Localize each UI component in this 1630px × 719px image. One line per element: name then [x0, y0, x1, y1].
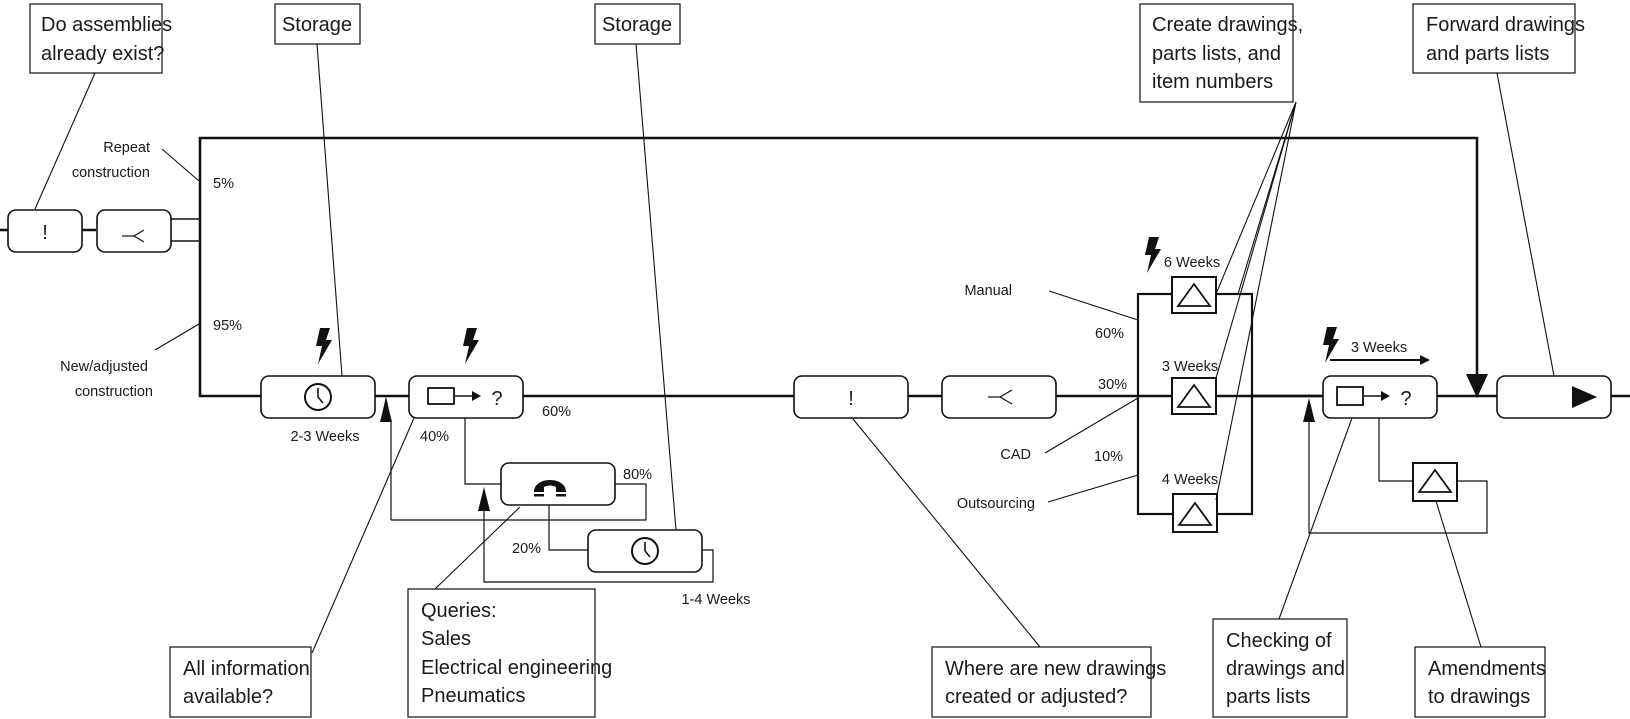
label-cad: CAD	[1000, 447, 1031, 463]
lightning-icon	[1323, 327, 1339, 363]
pct-info-no: 40%	[420, 429, 449, 445]
duration-query: 1-4 Weeks	[681, 592, 750, 608]
callout-all-info: All information available?	[169, 646, 312, 718]
svg-text:Sales: Sales	[421, 628, 471, 650]
duration-checking: 3 Weeks	[1351, 340, 1407, 356]
duration-cad: 3 Weeks	[1162, 359, 1218, 375]
leader-lines	[34, 43, 1555, 654]
label-repeat-2: construction	[72, 165, 150, 181]
triangle-operation-icon	[1176, 282, 1212, 307]
query-wait-node[interactable]	[587, 529, 703, 573]
amendment-loop	[1303, 398, 1488, 534]
svg-text:Do assemblies: Do assemblies	[41, 14, 172, 36]
label-new-2: construction	[75, 384, 153, 400]
lightning-icon	[463, 328, 479, 364]
svg-text:parts lists: parts lists	[1226, 686, 1310, 708]
transport-arrow-icon	[1572, 386, 1597, 408]
pct-manual: 60%	[1095, 326, 1124, 342]
drawing-method-decision-node[interactable]: !	[793, 375, 909, 419]
callout-checking: Checking of drawings and parts lists	[1212, 618, 1348, 718]
lightning-icon	[1145, 237, 1161, 273]
svg-text:created or adjusted?: created or adjusted?	[945, 686, 1127, 708]
query-branch	[464, 418, 501, 485]
svg-text:Queries:: Queries:	[421, 600, 497, 622]
svg-text:Electrical engineering: Electrical engineering	[421, 657, 612, 679]
pct-cad: 30%	[1098, 377, 1127, 393]
pct-query-wait: 20%	[512, 541, 541, 557]
query-call-node[interactable]	[500, 462, 616, 506]
callout-forward-drawings: Forward drawings and parts lists	[1412, 3, 1585, 74]
duration-outsourcing: 4 Weeks	[1162, 472, 1218, 488]
checking-node[interactable]: ?	[1322, 375, 1438, 419]
percentage-labels: 5% 95% 60% 40% 80% 20% 60% 30% 10%	[213, 176, 1127, 557]
triangle-operation-icon	[1176, 383, 1212, 408]
query-wait-loop	[478, 487, 714, 583]
triangle-operation-icon	[1177, 501, 1213, 526]
svg-text:Checking of: Checking of	[1226, 630, 1332, 652]
label-repeat: Repeat	[103, 140, 150, 156]
svg-text:Storage: Storage	[282, 14, 352, 36]
svg-text:Pneumatics: Pneumatics	[421, 685, 526, 707]
svg-text:All information: All information	[183, 658, 310, 680]
label-outsourcing: Outsourcing	[957, 496, 1035, 512]
callout-storage-1: Storage	[274, 3, 361, 45]
branch-icon	[988, 389, 1013, 405]
callout-assemblies-exist: Do assemblies already exist?	[29, 3, 172, 74]
svg-text:drawings and: drawings and	[1226, 658, 1345, 680]
drawing-method-branch-node[interactable]	[941, 375, 1057, 419]
duration-storage: 2-3 Weeks	[290, 429, 359, 445]
svg-text:Storage: Storage	[602, 14, 672, 36]
main-flow	[0, 136, 1630, 398]
callout-create-drawings: Create drawings, parts lists, and item n…	[1139, 3, 1303, 103]
telephone-icon	[534, 480, 566, 497]
transport-arrow-icon	[1330, 355, 1430, 365]
label-new: New/adjusted	[60, 359, 148, 375]
question-mark: ?	[491, 388, 502, 410]
svg-text:item numbers: item numbers	[1152, 71, 1273, 93]
forward-node[interactable]	[1496, 375, 1612, 419]
callout-queries: Queries: Sales Electrical engineering Pn…	[407, 588, 612, 718]
branch-icon	[122, 229, 145, 243]
triangle-operation-icon	[1417, 468, 1453, 493]
check-document-icon	[1336, 386, 1390, 406]
start-decision-node[interactable]: !	[7, 209, 83, 253]
manual-operation-node[interactable]	[1171, 276, 1217, 314]
callout-amendments: Amendments to drawings	[1414, 646, 1546, 718]
callout-where-created: Where are new drawings created or adjust…	[931, 646, 1166, 718]
svg-text:Amendments: Amendments	[1428, 658, 1546, 680]
clock-icon	[304, 383, 332, 411]
check-document-icon	[427, 387, 481, 405]
lightning-icon	[316, 328, 332, 364]
storage-wait-node[interactable]	[260, 375, 376, 419]
cad-operation-node[interactable]	[1171, 377, 1217, 415]
merge-arrow	[1466, 374, 1488, 398]
outsourcing-operation-node[interactable]	[1172, 493, 1218, 533]
exclamation-icon: !	[42, 222, 48, 244]
svg-text:already exist?: already exist?	[41, 43, 164, 65]
label-manual: Manual	[964, 283, 1012, 299]
duration-manual: 6 Weeks	[1164, 255, 1220, 271]
exclamation-icon: !	[848, 388, 854, 410]
svg-text:to drawings: to drawings	[1428, 686, 1530, 708]
svg-text:Forward drawings: Forward drawings	[1426, 14, 1585, 36]
svg-text:and parts lists: and parts lists	[1426, 43, 1549, 65]
clock-icon	[631, 537, 659, 565]
svg-text:Where are new drawings: Where are new drawings	[945, 658, 1166, 680]
pct-outsourcing: 10%	[1094, 449, 1123, 465]
svg-text:parts lists, and: parts lists, and	[1152, 43, 1281, 65]
svg-text:Create drawings,: Create drawings,	[1152, 14, 1303, 36]
start-branch-node[interactable]	[96, 209, 172, 253]
pct-info-yes: 60%	[542, 404, 571, 420]
pct-repeat: 5%	[213, 176, 234, 192]
pct-query-resolved: 80%	[623, 467, 652, 483]
svg-text:available?: available?	[183, 686, 273, 708]
callout-storage-2: Storage	[594, 3, 681, 45]
question-mark: ?	[1400, 388, 1411, 410]
branch-labels: Repeat construction New/adjusted constru…	[60, 140, 1035, 512]
amendment-operation-node[interactable]	[1412, 462, 1458, 502]
info-check-node[interactable]: ?	[408, 375, 524, 419]
duration-labels: 2-3 Weeks 1-4 Weeks 6 Weeks 3 Weeks 4 We…	[290, 255, 1407, 608]
pct-new: 95%	[213, 318, 242, 334]
